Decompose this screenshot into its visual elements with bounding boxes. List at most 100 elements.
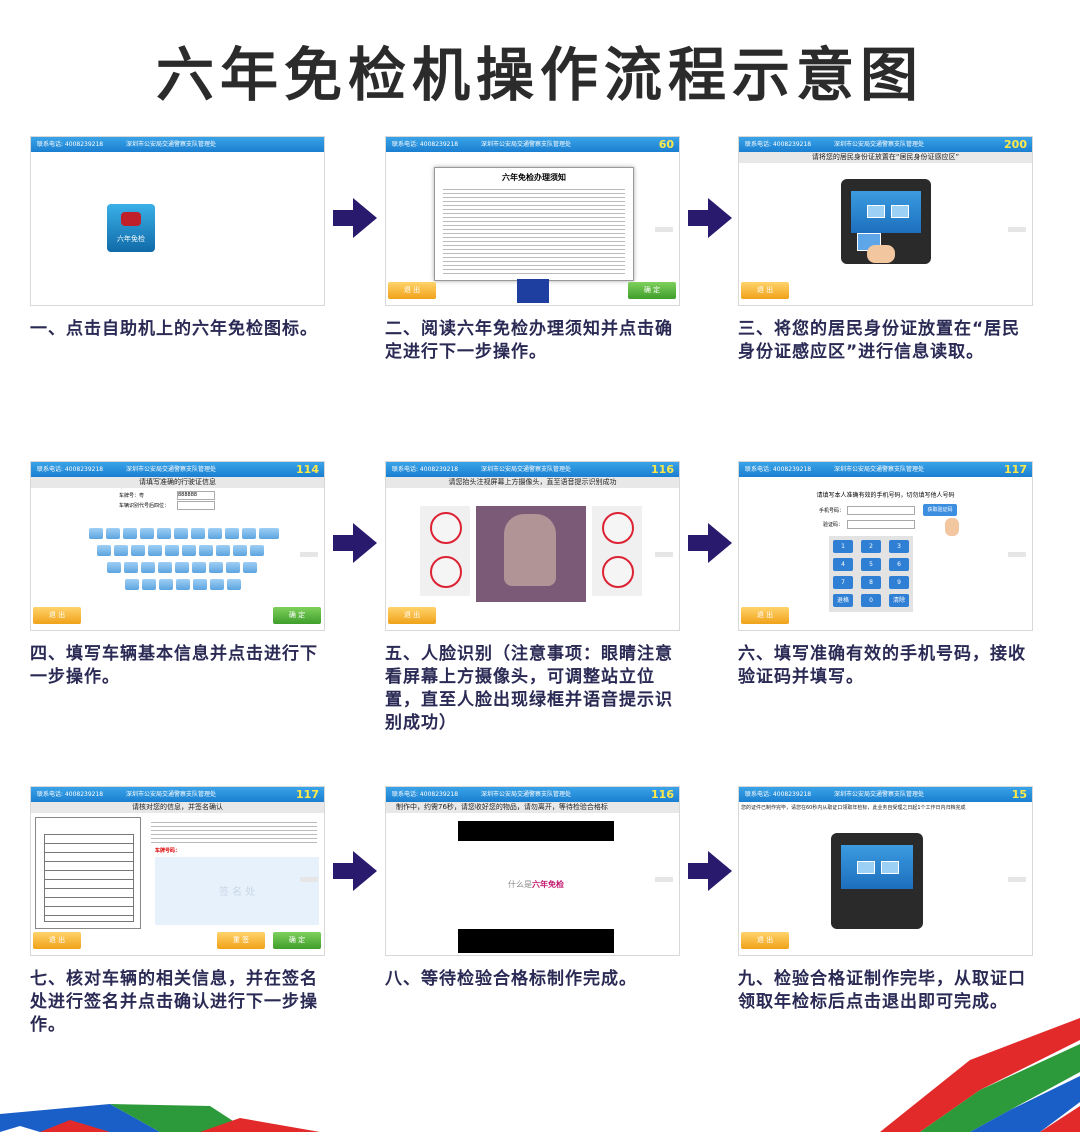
id-card-icon	[867, 205, 885, 218]
vin-input[interactable]	[177, 501, 215, 510]
key[interactable]	[165, 545, 179, 556]
contact-phone: 联系电话: 4008239218	[392, 141, 459, 148]
key[interactable]	[114, 545, 128, 556]
key[interactable]	[243, 562, 257, 573]
side-tag	[1008, 227, 1026, 232]
page-title: 六年免检机操作流程示意图	[155, 41, 924, 109]
key[interactable]	[225, 528, 239, 539]
num-key[interactable]: 0	[861, 594, 881, 607]
confirm-button[interactable]: 确 定	[273, 932, 321, 949]
key[interactable]	[124, 562, 138, 573]
key[interactable]	[174, 528, 188, 539]
arrow-right-icon	[333, 851, 377, 891]
num-key[interactable]: 4	[833, 558, 853, 571]
key[interactable]	[159, 579, 173, 590]
contact-phone: 联系电话: 4008239218	[392, 791, 459, 798]
plate-input[interactable]: 888888	[177, 491, 215, 500]
key[interactable]	[158, 562, 172, 573]
exit-button[interactable]: 退 出	[33, 607, 81, 624]
key[interactable]	[193, 579, 207, 590]
num-key[interactable]: 9	[889, 576, 909, 589]
step-4-caption: 四、填写车辆基本信息并点击进行下一步操作。	[30, 644, 318, 687]
key[interactable]	[242, 528, 256, 539]
key[interactable]	[182, 545, 196, 556]
org-name: 深圳市公安局交通警察支队管理处	[126, 791, 217, 798]
key[interactable]	[208, 528, 222, 539]
confirm-button[interactable]: 确 定	[628, 282, 676, 299]
clear-key[interactable]: 清除	[889, 594, 909, 607]
instruction-text: 制作中，约需76秒，请您收好您的物品，请勿离开，等待检验合格标	[386, 802, 679, 813]
key[interactable]	[233, 545, 247, 556]
key[interactable]	[148, 545, 162, 556]
key[interactable]	[123, 528, 137, 539]
no-hair-cover-icon	[602, 512, 634, 544]
phone-input[interactable]	[847, 506, 915, 515]
exit-button[interactable]: 退 出	[741, 932, 789, 949]
key[interactable]	[250, 545, 264, 556]
resign-button[interactable]: 重 签	[217, 932, 265, 949]
form-table	[44, 834, 134, 922]
virtual-keyboard[interactable]	[89, 528, 285, 592]
exit-button[interactable]: 退 出	[388, 607, 436, 624]
num-key[interactable]: 3	[889, 540, 909, 553]
num-key[interactable]: 2	[861, 540, 881, 553]
key[interactable]	[176, 579, 190, 590]
key[interactable]	[106, 528, 120, 539]
get-code-button[interactable]: 获取验证码	[923, 504, 957, 516]
countdown: 116	[651, 788, 674, 801]
key[interactable]	[141, 562, 155, 573]
countdown: 114	[296, 463, 319, 476]
step-6-caption: 六、填写准确有效的手机号码，接收验证码并填写。	[738, 644, 1026, 687]
exit-button[interactable]: 退 出	[388, 282, 436, 299]
back-key[interactable]: 退格	[833, 594, 853, 607]
num-key[interactable]: 1	[833, 540, 853, 553]
key[interactable]	[227, 579, 241, 590]
key[interactable]	[226, 562, 240, 573]
key[interactable]	[175, 562, 189, 573]
hand-icon	[867, 245, 895, 263]
num-key[interactable]: 6	[889, 558, 909, 571]
backspace-key[interactable]	[259, 528, 279, 539]
org-name: 深圳市公安局交通警察支队管理处	[126, 141, 217, 148]
key[interactable]	[97, 545, 111, 556]
key[interactable]	[216, 545, 230, 556]
key[interactable]	[192, 562, 206, 573]
side-tag	[300, 552, 318, 557]
face-pixelated	[504, 514, 556, 586]
key[interactable]	[199, 545, 213, 556]
key[interactable]	[107, 562, 121, 573]
instruction-text: 请填写准确的行驶证信息	[31, 477, 324, 488]
video-text: 什么是	[508, 880, 532, 889]
side-tag	[655, 227, 673, 232]
signature-pad[interactable]: 签 名 处	[155, 857, 319, 925]
key[interactable]	[142, 579, 156, 590]
side-tag	[1008, 552, 1026, 557]
exit-button[interactable]: 退 出	[741, 607, 789, 624]
key[interactable]	[125, 579, 139, 590]
key[interactable]	[209, 562, 223, 573]
contact-phone: 联系电话: 4008239218	[745, 141, 812, 148]
key[interactable]	[157, 528, 171, 539]
code-input[interactable]	[847, 520, 915, 529]
key[interactable]	[89, 528, 103, 539]
confirm-button[interactable]: 确 定	[273, 607, 321, 624]
num-key[interactable]: 8	[861, 576, 881, 589]
num-key[interactable]: 7	[833, 576, 853, 589]
six-year-exempt-tile[interactable]: 六年免检	[107, 204, 155, 252]
hand-icon	[945, 518, 959, 536]
key[interactable]	[131, 545, 145, 556]
exit-button[interactable]: 退 出	[741, 282, 789, 299]
exit-button[interactable]: 退 出	[33, 932, 81, 949]
notice-title: 六年免检办理须知	[502, 173, 566, 182]
instruction-text: 请填写本人准确有效的手机号码，切勿填写他人号码	[816, 492, 955, 499]
key[interactable]	[191, 528, 205, 539]
key[interactable]	[210, 579, 224, 590]
key[interactable]	[140, 528, 154, 539]
org-name: 深圳市公安局交通警察支队管理处	[481, 141, 572, 148]
num-key[interactable]: 5	[861, 558, 881, 571]
